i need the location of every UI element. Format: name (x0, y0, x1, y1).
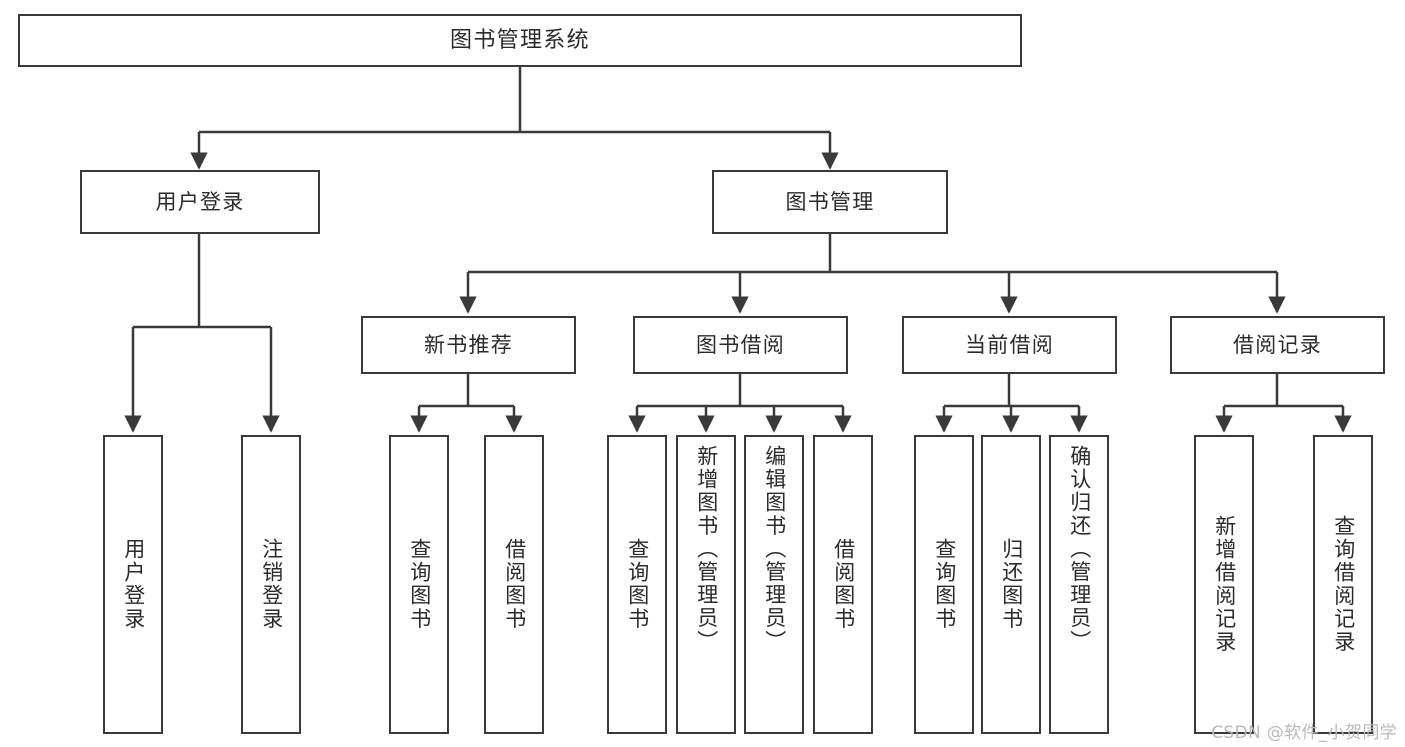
leaf-current-confirm-return-admin-label: 确认归还（管理员） (1067, 445, 1092, 653)
node-current-borrow-label: 当前借阅 (964, 332, 1055, 357)
leaf-current-query-book[interactable]: 查询图书 (914, 435, 974, 734)
leaf-borrow-query-book-label: 查询图书 (625, 538, 650, 631)
node-book-management[interactable]: 图书管理 (712, 170, 948, 234)
leaf-record-query-record[interactable]: 查询借阅记录 (1313, 435, 1373, 734)
leaf-current-return-book-label: 归还图书 (999, 538, 1024, 631)
leaf-newbook-query-book-label: 查询图书 (407, 538, 432, 631)
leaf-record-add-record-label: 新增借阅记录 (1212, 515, 1237, 654)
leaf-logout-label: 注销登录 (259, 538, 284, 631)
node-current-borrow[interactable]: 当前借阅 (902, 316, 1117, 374)
leaf-current-confirm-return-admin[interactable]: 确认归还（管理员） (1049, 435, 1109, 734)
watermark-text: CSDN @软件_小贺同学 (1211, 723, 1397, 743)
leaf-logout[interactable]: 注销登录 (241, 435, 301, 734)
leaf-user-login[interactable]: 用户登录 (103, 435, 163, 734)
node-borrow-record[interactable]: 借阅记录 (1170, 316, 1385, 374)
node-book-borrow[interactable]: 图书借阅 (633, 316, 848, 374)
leaf-borrow-add-book-admin[interactable]: 新增图书（管理员） (676, 435, 736, 734)
leaf-record-query-record-label: 查询借阅记录 (1331, 515, 1356, 654)
leaf-newbook-borrow-book[interactable]: 借阅图书 (484, 435, 544, 734)
node-book-management-label: 图书管理 (785, 189, 875, 214)
node-root-label: 图书管理系统 (450, 27, 590, 53)
leaf-borrow-query-book[interactable]: 查询图书 (607, 435, 667, 734)
leaf-borrow-add-book-admin-label: 新增图书（管理员） (694, 445, 719, 653)
leaf-newbook-query-book[interactable]: 查询图书 (389, 435, 449, 734)
node-new-book-recommend-label: 新书推荐 (423, 332, 514, 357)
leaf-borrow-edit-book-admin-label: 编辑图书（管理员） (762, 445, 787, 653)
node-book-borrow-label: 图书借阅 (695, 332, 786, 357)
leaf-user-login-label: 用户登录 (121, 538, 146, 631)
leaf-current-query-book-label: 查询图书 (932, 538, 957, 631)
leaf-newbook-borrow-book-label: 借阅图书 (502, 538, 527, 631)
node-user-login[interactable]: 用户登录 (80, 170, 320, 234)
leaf-borrow-borrow-book[interactable]: 借阅图书 (813, 435, 873, 734)
leaf-record-add-record[interactable]: 新增借阅记录 (1194, 435, 1254, 734)
leaf-borrow-borrow-book-label: 借阅图书 (831, 538, 856, 631)
node-borrow-record-label: 借阅记录 (1232, 332, 1323, 357)
node-new-book-recommend[interactable]: 新书推荐 (361, 316, 576, 374)
node-user-login-label: 用户登录 (155, 189, 245, 214)
node-root[interactable]: 图书管理系统 (18, 14, 1022, 67)
leaf-borrow-edit-book-admin[interactable]: 编辑图书（管理员） (744, 435, 804, 734)
leaf-current-return-book[interactable]: 归还图书 (981, 435, 1041, 734)
